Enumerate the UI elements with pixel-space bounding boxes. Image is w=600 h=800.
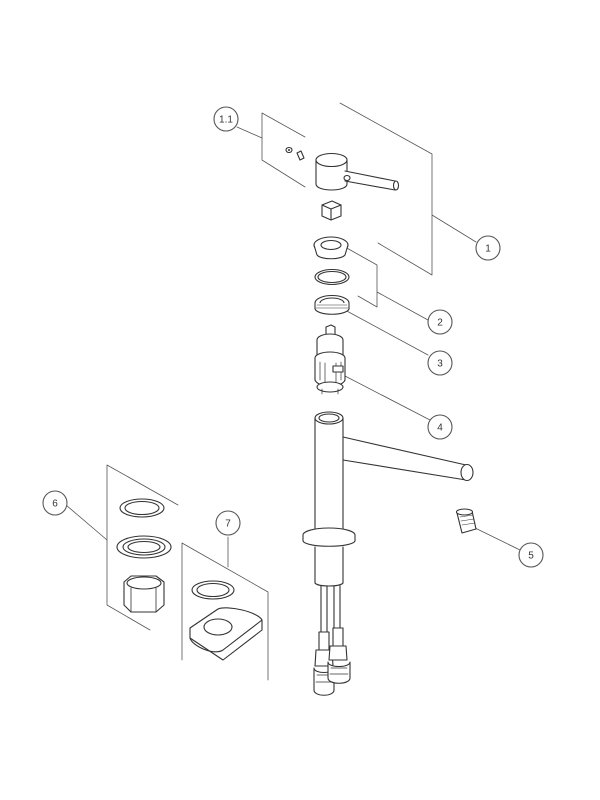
part-1-adapter: [321, 200, 342, 221]
o-ring: [314, 268, 350, 286]
bracket-7: [181, 542, 269, 681]
callout-label-1: 1: [485, 244, 491, 255]
callout-1-1: 1.1: [213, 106, 263, 139]
callout-6: 6: [42, 490, 68, 516]
callout-label-2: 2: [437, 318, 443, 329]
part-4-cartridge: [314, 324, 431, 421]
callout-7: 7: [215, 510, 241, 536]
hose-fittings: [313, 627, 351, 696]
callout-2: 2: [427, 309, 453, 335]
bracket-1: [339, 102, 477, 276]
callout-5: 5: [518, 542, 544, 568]
part-1-1-screws-group: [261, 112, 306, 188]
part-5-aerator: [455, 508, 521, 551]
faucet-body: [302, 411, 474, 633]
part-2-cap-and-ring: [313, 236, 429, 321]
set-screw-b: [296, 150, 305, 161]
callout-label-6: 6: [52, 499, 58, 510]
callout-3: 3: [427, 350, 453, 376]
part-6-mounting-set: [65, 464, 179, 631]
handle-lever: [344, 170, 399, 191]
callout-4: 4: [427, 414, 453, 440]
bracket-2: [344, 246, 429, 321]
callout-label-5: 5: [528, 551, 534, 562]
bracket-6: [106, 464, 179, 631]
part-3-nut: [314, 294, 429, 356]
callout-label-1-1: 1.1: [219, 115, 233, 126]
part-1-handle: [315, 102, 477, 276]
part-7-plate-set: [181, 536, 269, 681]
callout-label-7: 7: [225, 519, 231, 530]
bracket-1-1: [261, 112, 306, 188]
callout-1: 1: [475, 235, 501, 261]
callout-label-4: 4: [437, 423, 443, 434]
callout-label-3: 3: [437, 359, 443, 370]
